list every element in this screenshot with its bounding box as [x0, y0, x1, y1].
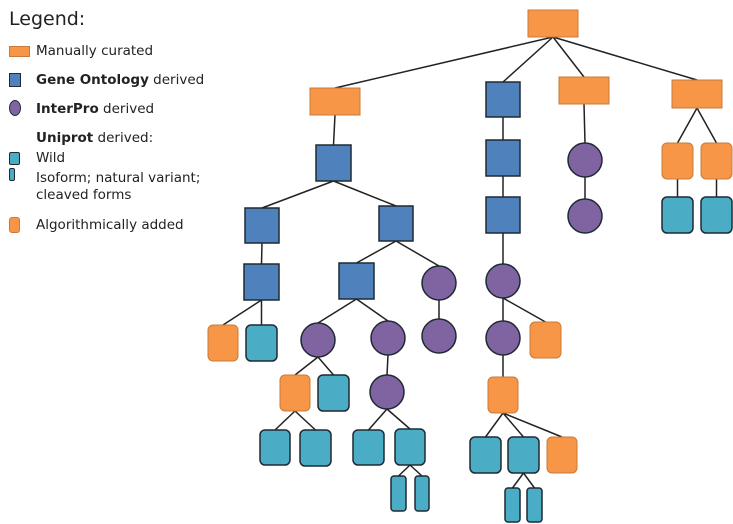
tree-edges — [222, 36, 718, 489]
edge-a1l1-a1l1a — [222, 299, 262, 326]
gene-ontology-node-a1 — [315, 144, 352, 182]
uniprot-wild-node-b5b — [507, 436, 540, 474]
edge-a1r1-a1r1a — [317, 298, 357, 324]
legend-manual-label: Manually curated — [36, 43, 154, 59]
edge-root-a — [334, 36, 554, 89]
uniprot-wild-node-a1r1a2 — [317, 374, 350, 412]
interpro-node-a1r1b1 — [369, 374, 405, 410]
legend-algo-label: Algorithmically added — [36, 217, 184, 233]
legend-isoform-label: Isoform; natural variant;cleaved forms — [36, 170, 200, 204]
legend-uniprot-bold: Uniprot — [36, 130, 94, 146]
edge-a1r1b1-a1r1b1y — [386, 408, 411, 430]
legend-wild-label: Wild — [36, 150, 66, 166]
uniprot-wild-node-a1r1a1x — [259, 429, 291, 466]
edge-a1r1b1y-a1r1b1y1 — [397, 464, 411, 477]
legend-isoform-line1: Isoform; natural variant; — [36, 170, 201, 186]
edge-a1r1a1-a1r1a1x — [274, 410, 296, 431]
edge-root-d — [552, 36, 698, 81]
interpro-node-a1r2 — [421, 265, 457, 301]
legend-go-rest: derived — [148, 72, 205, 88]
uniprot-wild-node-a1l1b — [245, 324, 278, 362]
legend-uniprot-rest: derived: — [93, 130, 154, 146]
edge-a-a1 — [332, 114, 336, 146]
edge-a1-a1r — [333, 180, 397, 207]
edge-root-c — [552, 36, 585, 78]
legend-interpro-bold: InterPro — [36, 101, 99, 117]
gene-ontology-node-a1r1 — [338, 262, 375, 300]
edge-b5b-b5b1 — [511, 472, 525, 489]
legend-isoform-icon — [9, 168, 15, 181]
edge-b5-b5c — [502, 412, 563, 438]
edge-a1r-a1r1 — [356, 240, 397, 264]
edge-a1r1b1y-a1r1b1y2 — [409, 464, 423, 477]
edge-a1-a1l — [261, 180, 334, 209]
edge-a1r1a-a1r1a2 — [317, 356, 335, 376]
edge-a1r1b-a1r1b1 — [386, 354, 389, 376]
legend-algo-icon — [9, 217, 20, 233]
edge-a1r1-a1r1b — [356, 298, 389, 322]
legend-interpro-rest: derived — [98, 101, 155, 117]
edge-root-b — [502, 36, 554, 83]
manually-curated-node-a — [309, 87, 361, 116]
legend-interpro-label: InterPro derived — [36, 101, 154, 118]
uniprot-isoform-node-a1r1b1y1 — [390, 475, 407, 512]
edge-b5-b5a — [484, 412, 504, 438]
gene-ontology-node-a1r — [378, 205, 414, 242]
interpro-node-b4 — [485, 320, 521, 356]
manually-curated-node-c — [558, 76, 610, 105]
edge-b5b-b5b2 — [522, 472, 536, 489]
gene-ontology-node-b2 — [485, 196, 521, 234]
algorithmically-added-node-d2 — [700, 142, 733, 180]
manually-curated-node-d — [671, 79, 723, 109]
interpro-node-c2 — [567, 198, 603, 234]
gene-ontology-node-a1l — [244, 207, 280, 244]
uniprot-wild-node-a1r1b1x — [352, 429, 385, 466]
gene-ontology-node-b1 — [485, 139, 521, 177]
edge-d-d1 — [676, 107, 698, 144]
legend-isoform-line2: cleaved forms — [36, 187, 132, 203]
interpro-node-a1r2a — [421, 318, 457, 354]
legend-uniprot-label: Uniprot derived: — [36, 130, 153, 147]
legend-go-bold: Gene Ontology — [36, 72, 149, 88]
legend-interpro-icon — [9, 100, 21, 116]
legend-title: Legend: — [9, 8, 86, 30]
edge-a1l-a1l1 — [260, 242, 263, 265]
legend-go-label: Gene Ontology derived — [36, 72, 204, 89]
legend-wild-icon — [9, 152, 20, 165]
edge-b5-b5b — [502, 412, 525, 438]
tree-nodes — [207, 9, 733, 523]
edge-a1r1b1-a1r1b1x — [367, 408, 388, 431]
algorithmically-added-node-b5 — [487, 376, 519, 414]
uniprot-wild-node-a1r1b1y — [394, 428, 426, 466]
interpro-node-c1 — [567, 142, 603, 178]
uniprot-wild-node-d2a — [700, 196, 733, 234]
interpro-node-a1r1a — [300, 322, 336, 358]
edge-d-d2 — [696, 107, 718, 144]
manually-curated-node-root — [527, 9, 579, 38]
algorithmically-added-node-a1l1a — [207, 324, 239, 362]
uniprot-wild-node-a1r1a1y — [299, 429, 332, 467]
algorithmically-added-node-b4x — [529, 321, 562, 359]
gene-ontology-node-a1l1 — [243, 263, 280, 301]
edge-c-c1 — [583, 103, 586, 144]
algorithmically-added-node-b5c — [546, 436, 578, 474]
uniprot-isoform-node-b5b2 — [526, 487, 543, 523]
algorithmically-added-node-a1r1a1 — [279, 374, 311, 412]
gene-ontology-node-b — [485, 81, 521, 118]
legend-manual-icon — [9, 46, 30, 57]
interpro-node-a1r1b — [370, 320, 406, 356]
uniprot-wild-node-d1a — [661, 196, 694, 234]
interpro-node-b3 — [485, 263, 521, 299]
edge-a1r1a1-a1r1a1y — [294, 410, 317, 431]
edge-b3-b4x — [502, 297, 546, 323]
uniprot-isoform-node-a1r1b1y2 — [414, 475, 430, 512]
edge-a1r-a1r2 — [395, 240, 440, 267]
uniprot-wild-node-b5a — [469, 436, 502, 474]
edge-a1r1a-a1r1a1 — [294, 356, 319, 376]
algorithmically-added-node-d1 — [661, 142, 694, 180]
legend-go-icon — [9, 73, 21, 87]
uniprot-isoform-node-b5b1 — [504, 487, 521, 523]
